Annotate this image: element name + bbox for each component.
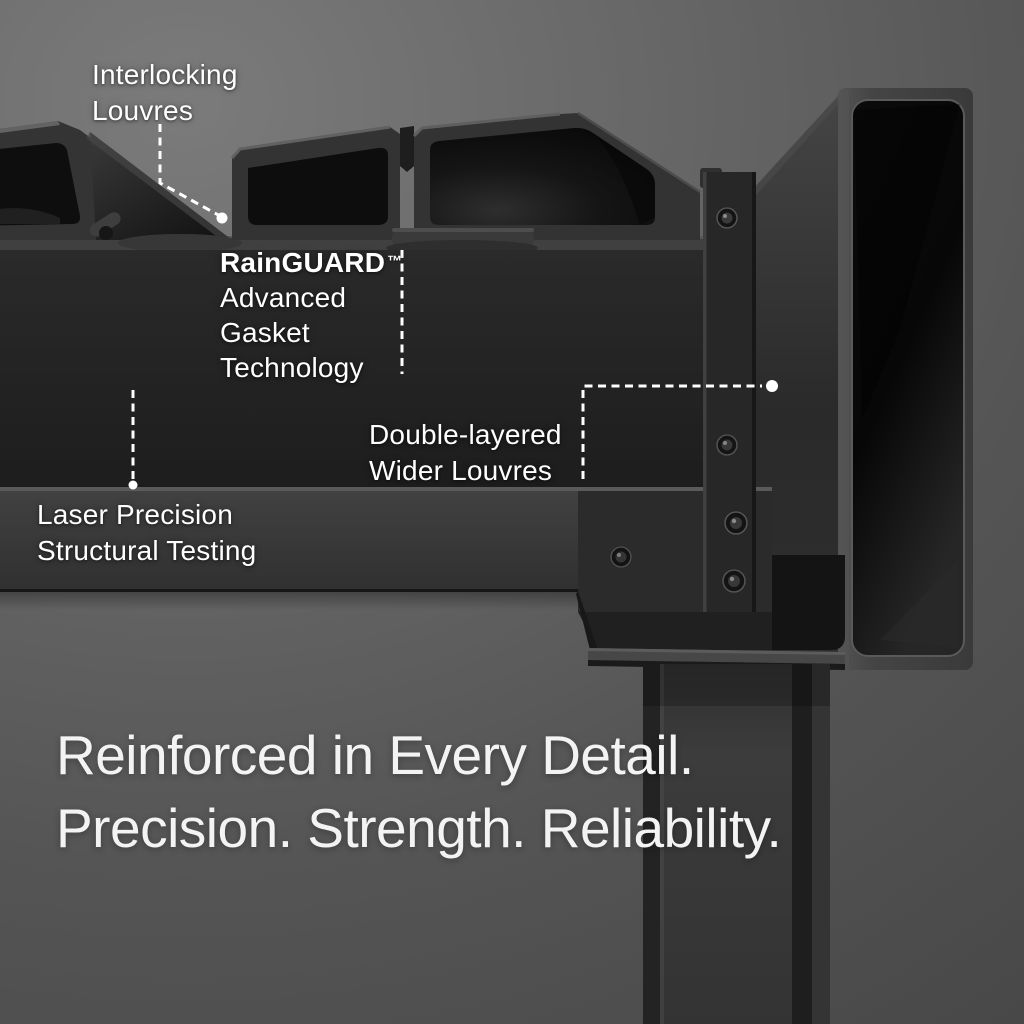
screw: [724, 511, 748, 535]
leader-dots: [128, 212, 778, 490]
louvre-left: [0, 121, 96, 240]
leader-lines: [131, 124, 762, 480]
brand-name: RainGUARD: [220, 247, 386, 278]
screw: [716, 207, 738, 229]
callout-double-layered-louvres: Double-layered Wider Louvres: [369, 417, 562, 489]
beam-lower-band: [0, 487, 772, 610]
louvre-interlock-ramp: [86, 132, 242, 252]
headline-line-1: Reinforced in Every Detail.: [56, 724, 694, 786]
beam-fascia: [0, 250, 703, 490]
corner-bracket: [576, 168, 845, 670]
callout-line: Interlocking: [92, 59, 238, 90]
callout-interlocking-louvres: Interlocking Louvres: [92, 57, 238, 129]
callout-line: Technology: [220, 352, 364, 383]
leader-dot: [216, 212, 228, 224]
louvre-middle: [230, 125, 400, 240]
beam-end-opening: [772, 555, 845, 650]
callout-line: Laser Precision: [37, 499, 233, 530]
louvre-notch: [400, 126, 414, 172]
leader-line-double-layered: [581, 384, 762, 479]
callout-line: Structural Testing: [37, 535, 257, 566]
trademark-symbol: ™: [387, 253, 404, 270]
screw: [722, 569, 746, 593]
callout-line: Wider Louvres: [369, 455, 553, 486]
leader-dot: [766, 380, 778, 392]
gutter-end-cap: [838, 88, 973, 670]
leader-dot: [128, 480, 138, 490]
screw: [610, 546, 632, 568]
screw: [716, 434, 738, 456]
headline-line-2: Precision. Strength. Reliability.: [56, 797, 782, 859]
mounting-strip: [700, 168, 756, 612]
louvre-roof: [0, 111, 703, 256]
callout-line: Gasket: [220, 317, 310, 348]
callout-laser-precision: Laser Precision Structural Testing: [37, 497, 256, 569]
callout-line: Louvres: [92, 95, 194, 126]
louvre-right: [386, 111, 701, 256]
support-post: [643, 664, 830, 1024]
screws: [610, 207, 748, 593]
headline: Reinforced in Every Detail. Precision. S…: [56, 719, 782, 865]
leader-line-interlocking: [158, 124, 223, 219]
callout-line: Advanced: [220, 282, 347, 313]
callout-line: Double-layered: [369, 419, 562, 450]
